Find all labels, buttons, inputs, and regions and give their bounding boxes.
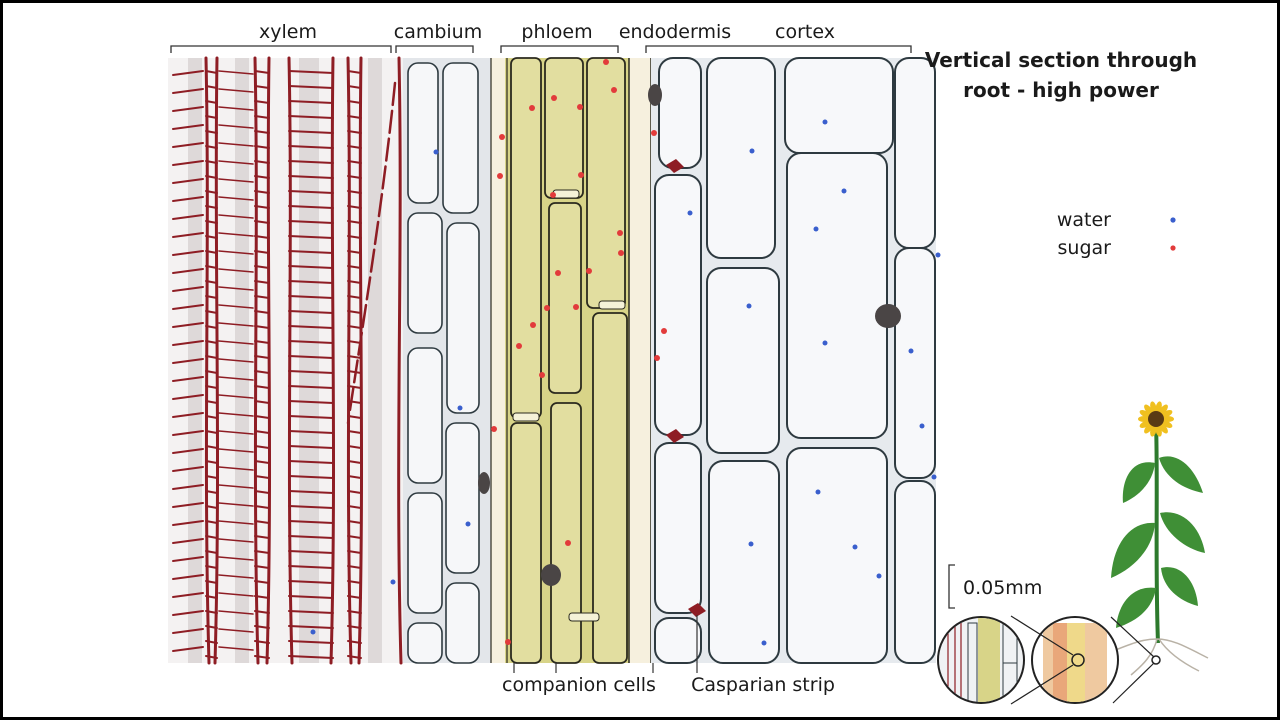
phloem-label: phloem: [521, 21, 592, 43]
cambium-label: cambium: [394, 21, 483, 43]
water-particles: [310, 119, 941, 646]
sunflower-icon: [1111, 401, 1209, 676]
companion-cells-label: companion cells: [502, 674, 656, 696]
xylem-label: xylem: [259, 21, 317, 43]
xylem-bracket: [170, 45, 392, 53]
cortex-bracket: [645, 45, 912, 53]
cell-nuclei: [478, 84, 901, 586]
diagram-title-line1: Vertical section through: [925, 48, 1197, 72]
callout-lines: [513, 615, 698, 673]
cambium-bracket: [395, 45, 474, 53]
endodermis-label: endodermis: [619, 21, 731, 43]
casparian-strip-label: Casparian strip: [691, 674, 835, 696]
phloem-tissue: [490, 57, 652, 664]
legend: water sugar: [1057, 209, 1176, 259]
diagram-title-line2: root - high power: [963, 78, 1159, 102]
scale-bar: 0.05mm: [948, 564, 1042, 609]
xylem-tissue: [168, 56, 403, 665]
cortex-tissue: [651, 57, 936, 664]
legend-sugar-label: sugar: [1058, 237, 1112, 259]
cortex-label: cortex: [775, 21, 835, 43]
legend-water-dot: [1170, 217, 1176, 223]
root-section-diagram: xylem cambium phloem endodermis cortex: [168, 21, 1209, 705]
legend-sugar-dot: [1170, 245, 1176, 251]
legend-water-label: water: [1057, 209, 1111, 231]
cambium-tissue: [403, 58, 493, 664]
diagram-frame: xylem cambium phloem endodermis cortex: [3, 3, 1277, 717]
sugar-particles: [491, 59, 667, 645]
casparian-marks: [666, 159, 706, 617]
region-brackets: [170, 45, 912, 53]
scale-bar-label: 0.05mm: [963, 577, 1042, 599]
phloem-bracket: [500, 45, 619, 53]
magnifier-inset: [937, 615, 1161, 705]
